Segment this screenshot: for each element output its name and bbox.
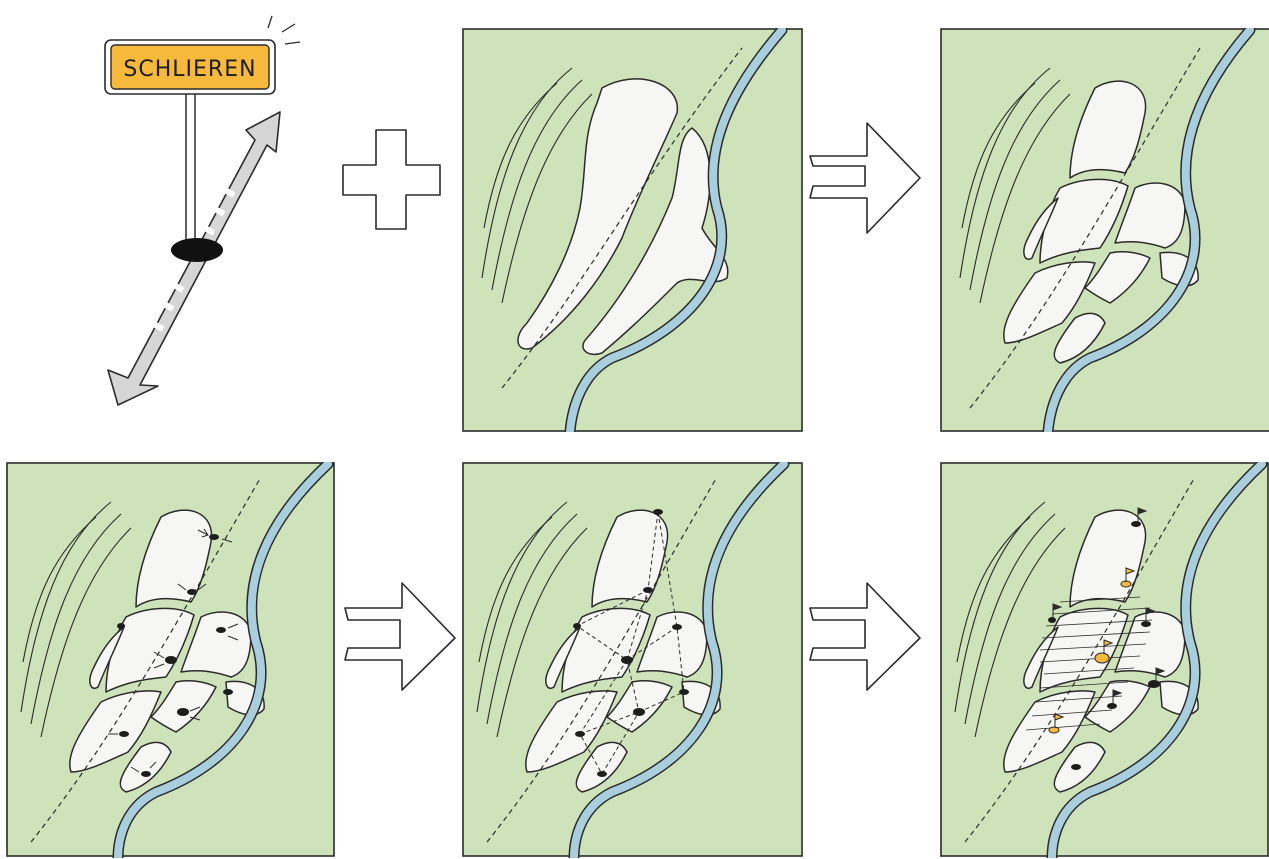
- sign-post: [186, 86, 195, 246]
- map-inward-orientation: [6, 462, 336, 858]
- plus-symbol: [338, 125, 448, 235]
- map-centre-network: [462, 462, 803, 858]
- sign-highlight-marks: [268, 16, 300, 44]
- sign-axis-illustration: SCHLIEREN: [0, 0, 330, 430]
- process-arrow-2: [340, 578, 460, 698]
- process-arrow-1: [805, 118, 925, 238]
- process-arrow-3: [805, 578, 925, 698]
- map-settlement-area: [462, 28, 803, 432]
- town-sign: SCHLIEREN: [105, 40, 275, 94]
- map-neighbourhood-division: [940, 28, 1269, 432]
- map-centres-and-flags: [940, 462, 1269, 858]
- sign-base: [171, 238, 223, 262]
- sign-label: SCHLIEREN: [123, 57, 256, 82]
